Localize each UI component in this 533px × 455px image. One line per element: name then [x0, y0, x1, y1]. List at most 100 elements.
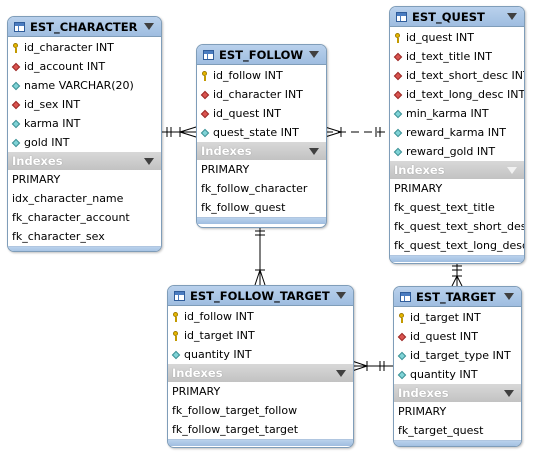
index-row[interactable]: fk_character_sex: [12, 230, 105, 243]
column-label: id_follow INT: [184, 310, 254, 323]
table-header[interactable]: EST_FOLLOW_TARGET: [168, 286, 353, 306]
relationship-follow-quest[interactable]: [324, 126, 389, 138]
relationship-follow-followtarget[interactable]: [254, 226, 266, 286]
collapse-arrow-icon[interactable]: [507, 13, 517, 20]
column-row[interactable]: id_quest INT: [394, 327, 521, 346]
table-icon: [14, 21, 25, 32]
collapse-arrow-icon[interactable]: [336, 292, 346, 299]
column-label: id_target INT: [410, 311, 481, 324]
column-row[interactable]: karma INT: [8, 114, 161, 133]
table-header[interactable]: EST_CHARACTER: [8, 17, 161, 37]
key-icon: [394, 32, 403, 43]
column-row[interactable]: id_account INT: [8, 57, 161, 76]
table-header[interactable]: EST_TARGET: [394, 287, 521, 307]
index-row[interactable]: idx_character_name: [12, 192, 124, 205]
relationship-target-quest[interactable]: [451, 262, 463, 287]
column-row[interactable]: id_character INT: [197, 85, 326, 104]
table-title: EST_FOLLOW: [219, 47, 304, 62]
column-label: id_account INT: [24, 60, 106, 73]
foreign-key-icon: [394, 90, 403, 100]
column-row[interactable]: id_sex INT: [8, 95, 161, 114]
attribute-icon: [394, 109, 403, 119]
column-label: id_target INT: [184, 329, 255, 342]
relationship-followtarget-target[interactable]: [351, 360, 393, 372]
key-icon: [201, 70, 210, 81]
indexes-header[interactable]: Indexes: [394, 384, 521, 402]
collapse-arrow-icon[interactable]: [507, 166, 517, 174]
table-footer: [394, 440, 521, 446]
index-row[interactable]: fk_follow_quest: [201, 201, 286, 214]
index-row[interactable]: PRIMARY: [12, 173, 61, 186]
collapse-arrow-icon[interactable]: [336, 369, 346, 377]
table-header[interactable]: EST_FOLLOW: [197, 45, 326, 65]
collapse-arrow-icon[interactable]: [309, 51, 319, 58]
indexes-header[interactable]: Indexes: [8, 152, 161, 170]
key-icon: [12, 42, 21, 53]
table-header[interactable]: EST_QUEST: [390, 7, 524, 27]
column-row[interactable]: id_target INT: [168, 326, 353, 345]
index-row[interactable]: PRIMARY: [172, 385, 221, 398]
index-row[interactable]: PRIMARY: [201, 163, 250, 176]
foreign-key-icon: [398, 332, 407, 342]
column-row[interactable]: quantity INT: [168, 345, 353, 364]
index-row[interactable]: fk_target_quest: [398, 424, 484, 437]
table-est-follow-target[interactable]: EST_FOLLOW_TARGET id_follow INT id_targe…: [167, 285, 354, 448]
column-row[interactable]: reward_gold INT: [390, 142, 524, 161]
column-row[interactable]: id_text_long_desc INT: [390, 85, 524, 104]
column-row[interactable]: id_quest INT: [390, 28, 524, 47]
column-row[interactable]: quantity INT: [394, 365, 521, 384]
column-label: quantity INT: [410, 368, 478, 381]
foreign-key-icon: [394, 52, 403, 62]
column-row[interactable]: reward_karma INT: [390, 123, 524, 142]
column-row[interactable]: id_text_short_desc INT: [390, 66, 524, 85]
column-row[interactable]: id_follow INT: [168, 307, 353, 326]
column-row[interactable]: id_character INT: [8, 38, 161, 57]
table-est-target[interactable]: EST_TARGET id_target INT id_quest INT id…: [393, 286, 522, 447]
index-row[interactable]: fk_quest_text_title: [394, 201, 495, 214]
index-row[interactable]: PRIMARY: [394, 182, 443, 195]
index-row[interactable]: fk_quest_text_short_desc: [394, 220, 525, 233]
column-row[interactable]: name VARCHAR(20): [8, 76, 161, 95]
column-label: id_character INT: [24, 41, 114, 54]
column-row[interactable]: id_target INT: [394, 308, 521, 327]
table-title: EST_TARGET: [416, 289, 496, 304]
column-row[interactable]: id_text_title INT: [390, 47, 524, 66]
table-est-character[interactable]: EST_CHARACTER id_character INT id_accoun…: [7, 16, 162, 252]
indexes-header[interactable]: Indexes: [168, 364, 353, 382]
attribute-icon: [12, 81, 21, 91]
table-footer: [8, 246, 161, 251]
column-label: karma INT: [24, 117, 81, 130]
index-row[interactable]: PRIMARY: [398, 405, 447, 418]
relationship-character-follow[interactable]: [160, 126, 197, 138]
column-label: gold INT: [24, 136, 70, 149]
indexes-header[interactable]: Indexes: [197, 142, 326, 160]
column-label: id_text_short_desc INT: [406, 69, 525, 82]
column-row[interactable]: id_follow INT: [197, 66, 326, 85]
index-row[interactable]: fk_follow_character: [201, 182, 308, 195]
column-row[interactable]: quest_state INT: [197, 123, 326, 142]
collapse-arrow-icon[interactable]: [309, 147, 319, 155]
column-row[interactable]: id_target_type INT: [394, 346, 521, 365]
table-icon: [400, 291, 411, 302]
collapse-arrow-icon[interactable]: [144, 23, 154, 30]
column-label: name VARCHAR(20): [24, 79, 134, 92]
collapse-arrow-icon[interactable]: [144, 157, 154, 165]
column-label: id_quest INT: [406, 31, 474, 44]
collapse-arrow-icon[interactable]: [504, 389, 514, 397]
foreign-key-icon: [12, 62, 21, 72]
column-row[interactable]: min_karma INT: [390, 104, 524, 123]
column-row[interactable]: id_quest INT: [197, 104, 326, 123]
table-footer: [197, 217, 326, 224]
column-label: id_target_type INT: [410, 349, 511, 362]
indexes-header[interactable]: Indexes: [390, 161, 524, 179]
table-est-quest[interactable]: EST_QUEST id_quest INT id_text_title INT…: [389, 6, 525, 264]
index-row[interactable]: fk_follow_target_target: [172, 423, 299, 436]
column-row[interactable]: gold INT: [8, 133, 161, 152]
index-row[interactable]: fk_follow_target_follow: [172, 404, 298, 417]
index-row[interactable]: fk_character_account: [12, 211, 130, 224]
index-row[interactable]: fk_quest_text_long_desc: [394, 239, 525, 252]
collapse-arrow-icon[interactable]: [504, 293, 514, 300]
table-title: EST_QUEST: [412, 9, 485, 24]
table-est-follow[interactable]: EST_FOLLOW id_follow INT id_character IN…: [196, 44, 327, 228]
